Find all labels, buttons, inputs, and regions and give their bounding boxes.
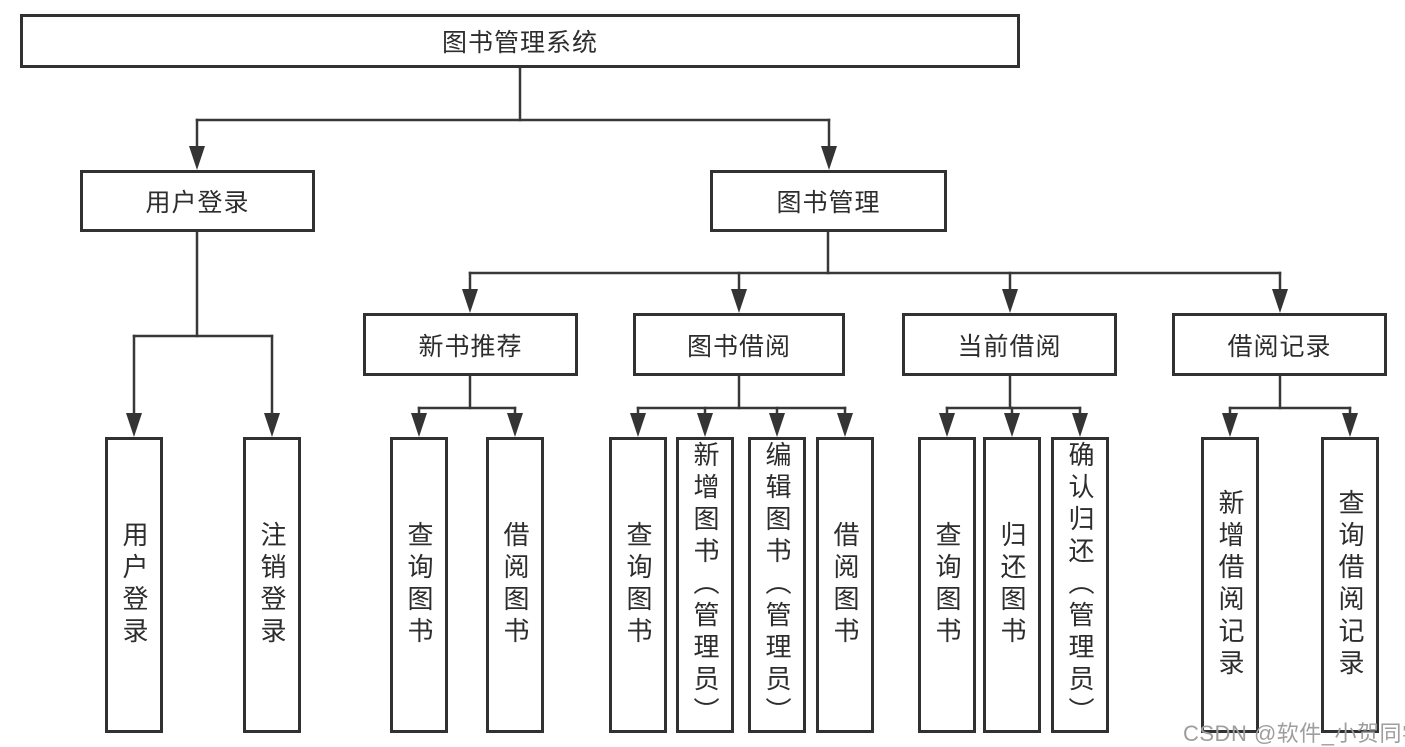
leaf-borrow-books: 借阅图书 xyxy=(816,437,874,733)
leaf-label: 借阅图书 xyxy=(830,521,860,649)
leaf-add-books-admin: 新增图书（管理员） xyxy=(676,437,734,733)
connector-user-login-to-leaves xyxy=(126,230,280,437)
leaf-query-borrow-record: 查询借阅记录 xyxy=(1321,437,1379,733)
connector-book-management-to-level3 xyxy=(462,230,1288,313)
connector-root-to-level2 xyxy=(189,66,837,170)
node-book-borrow: 图书借阅 xyxy=(633,313,845,376)
leaf-label: 借阅图书 xyxy=(500,521,530,649)
connector-new-book-recommend-to-leaves xyxy=(411,374,523,437)
node-label: 借阅记录 xyxy=(1227,332,1332,361)
node-label: 图书管理 xyxy=(776,189,881,217)
leaf-add-borrow-record: 新增借阅记录 xyxy=(1201,437,1259,733)
node-current-borrow: 当前借阅 xyxy=(902,313,1117,376)
leaf-logout: 注销登录 xyxy=(243,437,301,733)
node-borrow-records: 借阅记录 xyxy=(1172,313,1387,376)
node-label: 图书管理系统 xyxy=(441,29,598,57)
connector-book-borrow-to-leaves xyxy=(630,374,853,437)
leaf-user-login: 用户登录 xyxy=(105,437,163,733)
node-book-management-branch: 图书管理 xyxy=(710,170,947,232)
node-label: 图书借阅 xyxy=(686,332,791,361)
leaf-label: 注销登录 xyxy=(257,521,287,649)
node-library-system-root: 图书管理系统 xyxy=(20,14,1020,68)
leaf-query-books-borrow: 查询图书 xyxy=(609,437,667,733)
leaf-label: 查询图书 xyxy=(404,521,434,649)
leaf-label: 归还图书 xyxy=(997,521,1027,649)
leaf-confirm-return-admin: 确认归还（管理员） xyxy=(1051,437,1109,733)
watermark: CSDN @软件_小贺同学 xyxy=(1183,721,1405,746)
leaf-label: 编辑图书（管理员） xyxy=(762,441,792,729)
leaf-edit-books-admin: 编辑图书（管理员） xyxy=(748,437,806,733)
leaf-label: 查询图书 xyxy=(623,521,653,649)
connector-current-borrow-to-leaves xyxy=(939,374,1088,437)
leaf-label: 确认归还（管理员） xyxy=(1065,441,1095,729)
leaf-label: 新增借阅记录 xyxy=(1215,489,1245,681)
node-label: 当前借阅 xyxy=(957,332,1062,361)
leaf-borrow-books-recommend: 借阅图书 xyxy=(486,437,544,733)
node-label: 用户登录 xyxy=(145,189,250,217)
leaf-label: 新增图书（管理员） xyxy=(690,441,720,729)
connector-borrow-records-to-leaves xyxy=(1222,374,1358,437)
node-label: 新书推荐 xyxy=(418,332,523,361)
leaf-label: 查询图书 xyxy=(932,521,962,649)
leaf-label: 用户登录 xyxy=(119,521,149,649)
node-user-login-branch: 用户登录 xyxy=(80,170,315,232)
leaf-query-books-current: 查询图书 xyxy=(918,437,976,733)
leaf-query-books-recommend: 查询图书 xyxy=(390,437,448,733)
leaf-label: 查询借阅记录 xyxy=(1335,489,1365,681)
node-new-book-recommend: 新书推荐 xyxy=(363,313,578,376)
leaf-return-books: 归还图书 xyxy=(983,437,1041,733)
